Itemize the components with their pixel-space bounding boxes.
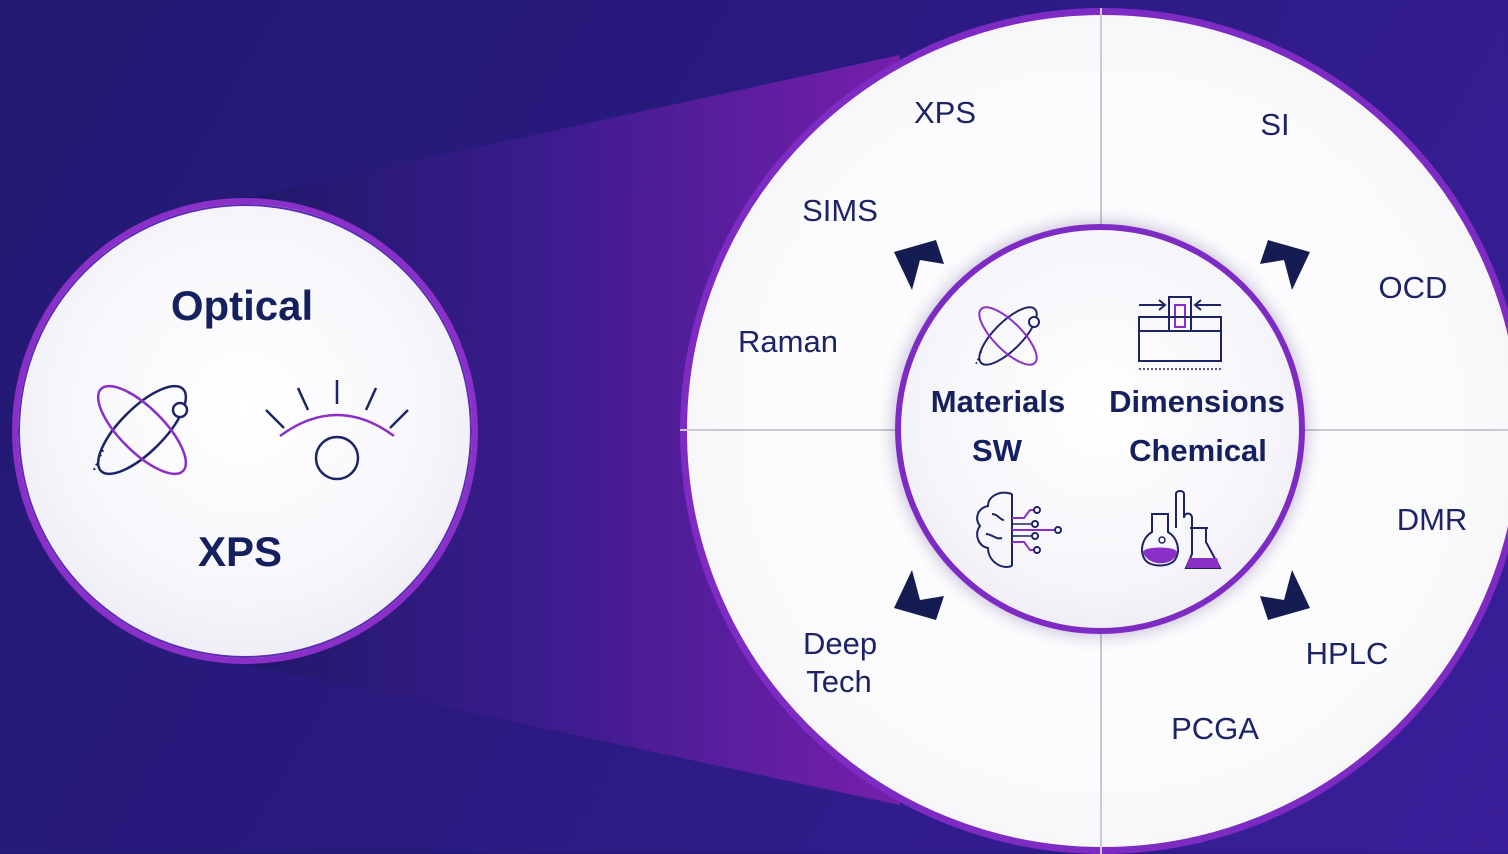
- atom-icon: [975, 306, 1040, 366]
- arrow-bottom-left-icon: [894, 570, 944, 620]
- arrow-bottom-right-icon: [1260, 570, 1310, 620]
- arrow-top-right-icon: [1260, 240, 1310, 290]
- core-circle: [895, 224, 1305, 634]
- label-pcga: PCGA: [1171, 711, 1259, 746]
- label-sims: SIMS: [802, 193, 878, 228]
- quadrant-sw-label: SW: [972, 433, 1022, 468]
- optical-title: Optical: [170, 282, 314, 329]
- flasks-icon: [1141, 490, 1222, 569]
- label-raman: Raman: [738, 324, 838, 359]
- measurement-icon: [1138, 296, 1222, 370]
- label-ocd: OCD: [1378, 270, 1448, 305]
- quadrant-materials-label: Materials: [930, 384, 1066, 419]
- quadrant-chemical-label: Chemical: [1129, 433, 1267, 468]
- label-si: SI: [1260, 107, 1290, 142]
- label-xps: XPS: [913, 95, 977, 130]
- optical-xps-circle: [12, 198, 478, 664]
- brain-circuit-icon: [976, 491, 1062, 568]
- label-deep: Deep: [802, 626, 878, 661]
- atom-icon: [93, 384, 189, 476]
- xps-subtitle: XPS: [197, 528, 283, 575]
- label-dmr: DMR: [1396, 502, 1468, 537]
- label-tech: Tech: [806, 664, 872, 699]
- quadrant-dimensions-label: Dimensions: [1109, 384, 1285, 419]
- arrow-top-left-icon: [894, 240, 944, 290]
- eye-icon: [265, 380, 409, 481]
- label-hplc: HPLC: [1305, 636, 1389, 671]
